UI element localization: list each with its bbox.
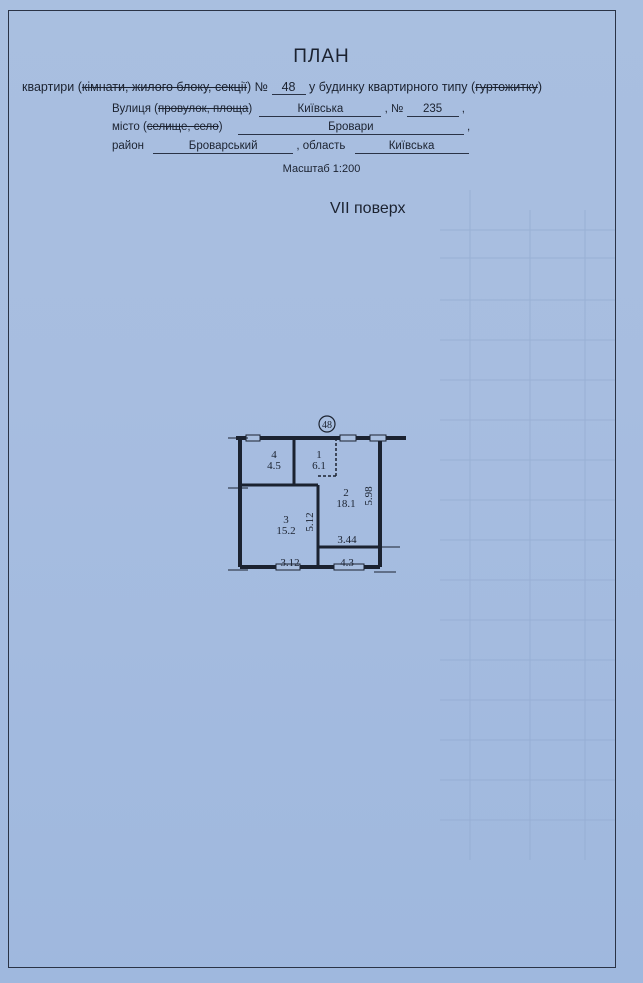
room-1-area: 6.1 bbox=[312, 460, 326, 472]
page-border bbox=[8, 10, 616, 968]
dimension-right-height: 5.98 bbox=[363, 486, 375, 506]
street-label: Вулиця ( bbox=[112, 103, 159, 115]
window-bottom-2 bbox=[333, 563, 365, 571]
apartment-marker-circle bbox=[318, 415, 336, 433]
city-comma: , bbox=[467, 121, 471, 133]
floor-label: VII поверх bbox=[330, 200, 406, 217]
building-type-struck: гуртожитку bbox=[475, 80, 538, 94]
apartment-number: 48 bbox=[271, 81, 306, 95]
room-4-area: 4.5 bbox=[267, 460, 281, 472]
dimension-inner-width: 3.44 bbox=[337, 534, 357, 546]
window-bottom-1 bbox=[275, 563, 301, 571]
scale-label: Масштаб 1:200 bbox=[282, 163, 361, 175]
floor-plan: 48 4 4.5 1 6.1 2 18.1 3 15.2 5.98 5.12 3… bbox=[228, 415, 406, 573]
room-1-number: 1 bbox=[316, 449, 322, 461]
oblast-label: , область bbox=[296, 140, 346, 152]
city-row: місто (селище, село) Бровари , bbox=[112, 121, 470, 135]
document-title: ПЛАН bbox=[293, 46, 350, 67]
city-label-end: ) bbox=[218, 121, 223, 133]
apartment-line: квартири (кімнати, жилого блоку, секції)… bbox=[22, 80, 542, 95]
room-4-number: 4 bbox=[271, 449, 277, 461]
room-2-number: 2 bbox=[343, 487, 349, 499]
window-top-1 bbox=[245, 434, 261, 442]
room-3-number: 3 bbox=[283, 514, 289, 526]
apartment-marker: 48 bbox=[322, 420, 332, 431]
apartment-prefix: квартири ( bbox=[22, 80, 82, 94]
building-type-label: у будинку квартирного типу ( bbox=[309, 80, 476, 94]
apartment-number-label: ) № bbox=[247, 80, 269, 94]
room-3-area: 15.2 bbox=[276, 525, 295, 537]
apartment-struck-options: кімнати, жилого блоку, секції bbox=[81, 80, 248, 94]
city-value: Бровари bbox=[237, 121, 464, 135]
window-top-2 bbox=[339, 434, 357, 442]
oblast-value: Київська bbox=[354, 140, 469, 154]
house-number-value: 235 bbox=[406, 103, 459, 117]
district-label: район bbox=[112, 140, 144, 152]
building-type-end: ) bbox=[537, 80, 543, 94]
street-value: Київська bbox=[259, 103, 382, 117]
room-2-area: 18.1 bbox=[336, 498, 355, 510]
district-value: Броварський bbox=[153, 140, 294, 154]
dimension-inner-height: 5.12 bbox=[304, 512, 316, 531]
street-struck-options: провулок, площа bbox=[158, 103, 249, 115]
dimension-bottom-right: 4.3 bbox=[340, 557, 354, 569]
window-top-3 bbox=[369, 434, 387, 442]
street-row: Вулиця (провулок, площа) Київська , № 23… bbox=[112, 103, 465, 117]
city-label: місто ( bbox=[112, 121, 147, 133]
street-comma: , bbox=[461, 103, 465, 115]
district-row: район Броварський , область Київська bbox=[112, 140, 469, 154]
city-struck-options: селище, село bbox=[146, 121, 219, 133]
street-label-end: ) bbox=[248, 103, 253, 115]
house-number-label: , № bbox=[384, 103, 404, 115]
dimension-bottom-left: 3.12 bbox=[280, 557, 299, 569]
